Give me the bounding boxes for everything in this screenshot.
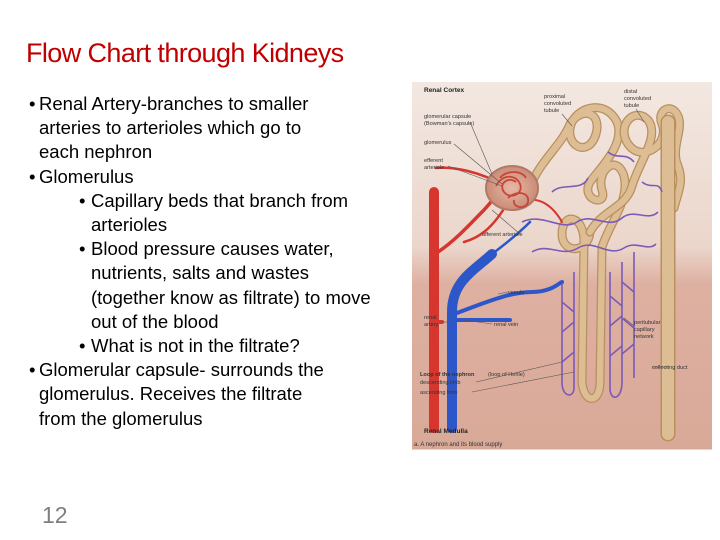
label-proximal-convoluted: convoluted <box>544 101 571 107</box>
label-efferent-arteriole: arteriole <box>424 165 444 171</box>
bullet-line: Capillary beds that branch from <box>91 189 349 211</box>
page-number: 12 <box>42 502 68 528</box>
label-distal-convoluted: convoluted <box>624 96 651 102</box>
bullet-line: out of the blood <box>91 310 219 332</box>
label-collecting-duct: collecting duct <box>652 365 688 371</box>
nephron-diagram: Renal Cortex Renal Medulla glomerular ca… <box>412 82 712 449</box>
bullet-line: nutrients, salts and wastes <box>91 262 309 284</box>
bullet-line: Blood pressure causes water, <box>91 238 334 260</box>
bullet-list: Renal Artery-branches to smaller arterie… <box>24 92 414 431</box>
bullet-line: from the glomerulus <box>39 407 203 429</box>
sub-bullet-filtrate-question: What is not in the filtrate? <box>24 334 414 358</box>
bullet-line: glomerulus. Receives the filtrate <box>39 383 303 405</box>
label-ascending-limb: ascending limb <box>420 390 457 396</box>
bullet-line: What is not in the filtrate? <box>91 335 300 357</box>
label-peritubular-capillary: capillary <box>634 327 655 333</box>
bullet-line: Glomerular capsule- surrounds the <box>39 359 324 381</box>
leader-lines <box>442 108 668 393</box>
glomerular-capsule <box>485 165 539 211</box>
label-proximal: proximal <box>544 94 565 100</box>
bullet-glomerular-capsule: Glomerular capsule- surrounds the glomer… <box>24 358 414 431</box>
bullet-line: Glomerulus <box>39 165 134 187</box>
bullet-glomerulus: Glomerulus <box>24 165 414 189</box>
label-renal-vein: renal vein <box>494 322 518 328</box>
venous-vessels <box>447 220 564 433</box>
label-distal: distal <box>624 89 637 95</box>
label-glomerulus: glomerulus <box>424 140 452 146</box>
label-descending-limb: descending limb <box>420 380 460 386</box>
sub-bullet-capillary-beds: Capillary beds that branch from arteriol… <box>24 189 414 237</box>
bullet-line: arterioles <box>91 214 168 236</box>
label-loop-of-nephron: Loop of the nephron <box>420 372 475 378</box>
renal-vein <box>447 249 497 433</box>
vein-to-capillary <box>490 220 532 256</box>
glomerulus-tuft <box>495 171 529 208</box>
label-bowmans-capsule: (Bowman's capsule) <box>424 121 474 127</box>
peritubular-capillaries <box>521 151 663 398</box>
label-distal-tubule: tubule <box>624 103 639 109</box>
label-renal-artery: renal <box>424 315 436 321</box>
label-renal-medulla: Renal Medulla <box>424 428 468 435</box>
nephron-tubules <box>527 103 685 442</box>
venule <box>452 280 564 316</box>
proximal-tubule <box>528 104 629 402</box>
label-renal-artery-2: artery <box>424 322 439 328</box>
label-venule: venule <box>508 290 524 296</box>
label-peritubular: peritubular <box>634 320 661 326</box>
diagram-labels: glomerular capsule (Bowman's capsule) gl… <box>420 89 688 396</box>
label-glomerular-capsule: glomerular capsule <box>424 114 471 120</box>
bullet-line: arteries to arterioles which go to <box>39 117 302 139</box>
label-renal-cortex: Renal Cortex <box>424 87 464 94</box>
bullet-line: each nephron <box>39 141 153 163</box>
label-proximal-tubule: tubule <box>544 108 559 114</box>
label-efferent: efferent <box>424 158 443 164</box>
slide-title: Flow Chart through Kidneys <box>26 38 344 68</box>
distal-tubule <box>586 105 684 236</box>
label-afferent-arteriole: afferent arteriole <box>482 232 523 238</box>
sub-bullet-blood-pressure: Blood pressure causes water, nutrients, … <box>24 237 414 334</box>
bullet-renal-artery: Renal Artery-branches to smaller arterie… <box>24 92 414 165</box>
label-peritubular-network: network <box>634 334 654 340</box>
caption-divider <box>412 449 712 450</box>
bullet-line: (together know as filtrate) to move <box>91 286 371 308</box>
figure-caption: a. A nephron and its blood supply <box>414 442 502 448</box>
bullet-line: Renal Artery-branches to smaller <box>39 93 309 114</box>
